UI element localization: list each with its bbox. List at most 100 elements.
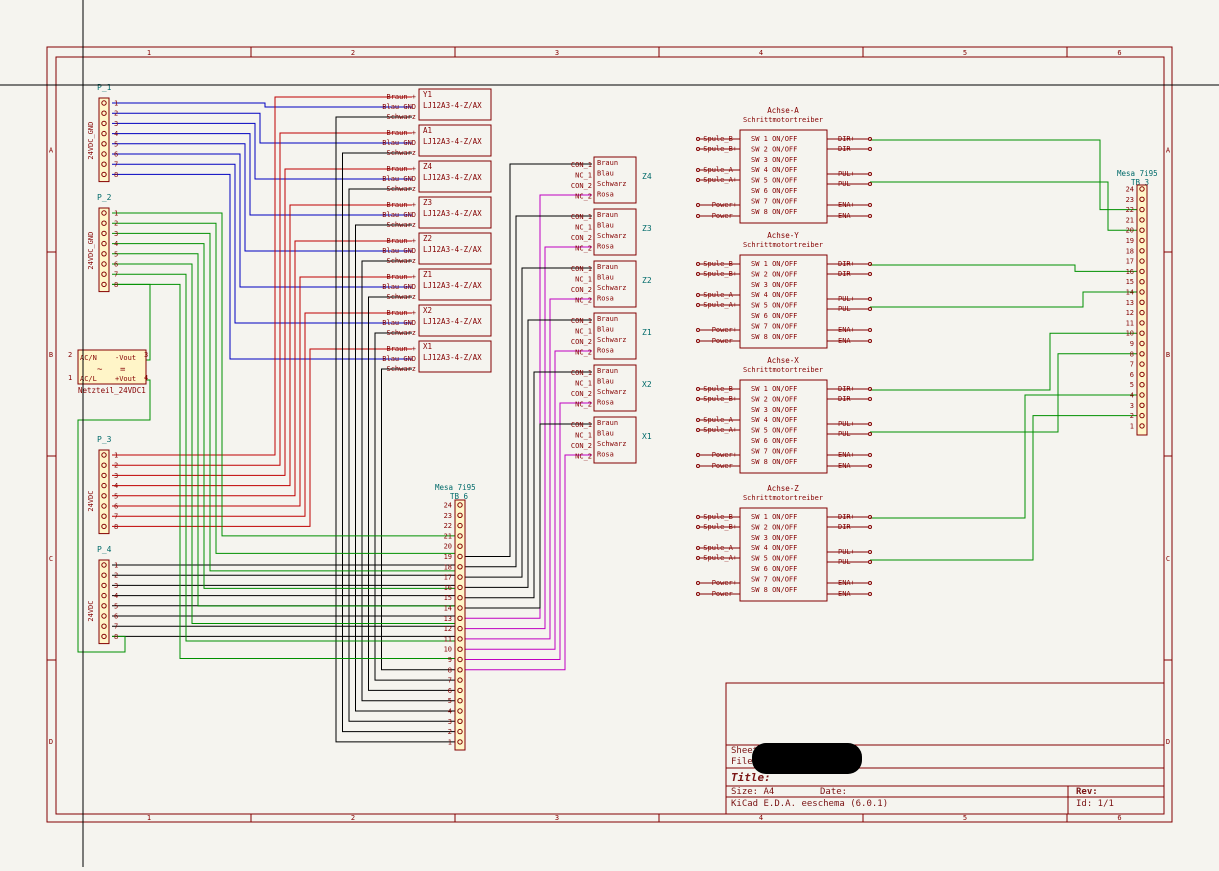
switch-pin-label: CON_2 bbox=[571, 286, 592, 294]
terminal-pin-number: 3 bbox=[448, 718, 452, 726]
driver-output-pin bbox=[868, 182, 872, 186]
terminal-pin bbox=[457, 533, 463, 539]
sensor-part: LJ12A3-4-Z/AX bbox=[423, 245, 482, 254]
row-label: D bbox=[49, 738, 53, 746]
sensor-pin-label: Braun + bbox=[386, 237, 416, 245]
driver-output-pin bbox=[868, 397, 872, 401]
driver-title: Achse-A bbox=[767, 106, 799, 115]
terminal-pin-number: 11 bbox=[1126, 319, 1134, 327]
driver-input-pin bbox=[696, 339, 700, 343]
connector-pin bbox=[101, 141, 107, 147]
wire-gnd-7 bbox=[112, 173, 412, 360]
sensor-body bbox=[418, 88, 492, 121]
driver-output-pin bbox=[868, 387, 872, 391]
switch-wire-label: Blau bbox=[597, 430, 614, 438]
driver-switch-row: SW 6 ON/OFF bbox=[751, 312, 797, 320]
psu-pin-number: 3 bbox=[144, 351, 148, 359]
outer-border bbox=[46, 46, 1173, 823]
driver-switch-row: SW 2 ON/OFF bbox=[751, 270, 797, 278]
psu-pin-number: 2 bbox=[68, 351, 72, 359]
terminal-pin bbox=[457, 605, 463, 611]
terminal-pin-number: 7 bbox=[1130, 361, 1134, 369]
wire-con1-0 bbox=[455, 163, 592, 557]
connector-ref: P_1 bbox=[97, 83, 112, 92]
wire-gnd-0 bbox=[112, 102, 412, 108]
sensor-part: LJ12A3-4-Z/AX bbox=[423, 209, 482, 218]
driver-switch-row: SW 8 ON/OFF bbox=[751, 586, 797, 594]
driver-input-pin bbox=[696, 293, 700, 297]
connector-pin-number: 6 bbox=[114, 503, 118, 511]
terminal-pin bbox=[457, 502, 463, 508]
terminal-pin-number: 17 bbox=[1126, 258, 1134, 266]
sensor-part: LJ12A3-4-Z/AX bbox=[423, 317, 482, 326]
switch-pin-label: NC_2 bbox=[575, 401, 592, 409]
switch-ref: Z3 bbox=[642, 224, 652, 233]
column-label: 4 bbox=[759, 814, 763, 822]
row-label: A bbox=[1166, 147, 1171, 155]
connector-pin-number: 1 bbox=[114, 562, 118, 570]
id-label: Id: 1/1 bbox=[1076, 799, 1114, 809]
terminal-pin bbox=[1139, 237, 1145, 244]
components[interactable]: P_11234567824VDC_GNDP_21234567824VDC_GND… bbox=[68, 83, 1158, 751]
sensor-pin-label: Braun + bbox=[386, 273, 416, 281]
sensor-pin-label: Blau GND bbox=[382, 103, 416, 111]
sensor-pin-label: Blau GND bbox=[382, 355, 416, 363]
wire-nc2-5 bbox=[455, 454, 592, 671]
connector-body bbox=[98, 559, 110, 645]
terminal-pin-number: 18 bbox=[1126, 247, 1134, 255]
terminal-ref: TB_6 bbox=[450, 492, 469, 501]
switch-wire-label: Rosa bbox=[597, 191, 614, 199]
connector-pin-number: 5 bbox=[114, 492, 118, 500]
terminal-pin bbox=[457, 687, 463, 694]
connector-pin-number: 4 bbox=[114, 130, 118, 138]
sensor-pin-label: Blau GND bbox=[382, 211, 416, 219]
wire-con1-4 bbox=[455, 371, 592, 599]
driver-input-pin bbox=[696, 592, 700, 596]
sensor-pin-label: Schwarz bbox=[386, 293, 416, 301]
sensor-pin-label: Braun + bbox=[386, 345, 416, 353]
wire-nc2-4 bbox=[455, 402, 592, 660]
connector-pin-number: 4 bbox=[114, 592, 118, 600]
switch-pin-label: CON_2 bbox=[571, 442, 592, 450]
column-label: 6 bbox=[1117, 814, 1121, 822]
connector-pin-number: 6 bbox=[114, 151, 118, 159]
sensor-body bbox=[418, 232, 492, 265]
wire-psu-plus bbox=[77, 379, 151, 653]
terminal-pin bbox=[1139, 227, 1145, 233]
wire-signal-7 bbox=[381, 368, 455, 671]
switch-ref: X2 bbox=[642, 380, 652, 389]
terminal-pin-number: 5 bbox=[448, 697, 452, 705]
driver-output-pin bbox=[868, 214, 872, 218]
connector-pin-number: 2 bbox=[114, 220, 118, 228]
terminal-pin bbox=[457, 595, 463, 601]
wire-signal-4 bbox=[361, 260, 455, 702]
terminal-block-tb3: Mesa 7i95TB_3242322212019181716151413121… bbox=[1117, 169, 1158, 436]
driver-title: Achse-X bbox=[767, 356, 799, 365]
driver-switch-row: SW 6 ON/OFF bbox=[751, 565, 797, 573]
column-label: 3 bbox=[555, 49, 559, 57]
row-label: C bbox=[1166, 555, 1170, 563]
terminal-title: Mesa 7i95 bbox=[1117, 169, 1158, 178]
terminal-pin-number: 3 bbox=[1130, 402, 1134, 410]
psu-pin-number: 1 bbox=[68, 374, 72, 382]
connector-pin-number: 7 bbox=[114, 161, 118, 169]
wire-power-0 bbox=[112, 96, 412, 456]
column-label: 2 bbox=[351, 814, 355, 822]
driver-input-pin bbox=[696, 214, 700, 218]
terminal-pin bbox=[1139, 330, 1145, 336]
driver-output-pin bbox=[868, 307, 872, 311]
switch-body bbox=[593, 260, 637, 308]
terminal-pin-number: 10 bbox=[444, 646, 452, 654]
driver-output-pin bbox=[868, 147, 872, 151]
terminal-pin-number: 7 bbox=[448, 677, 452, 685]
